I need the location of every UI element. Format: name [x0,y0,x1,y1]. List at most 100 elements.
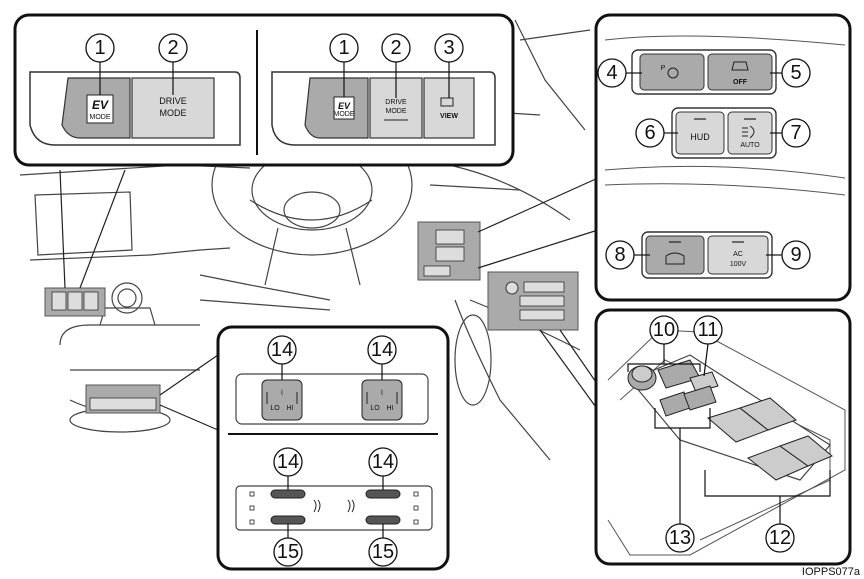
ev-label-line1: EV [92,98,109,112]
callout-12: 12 [765,496,795,553]
leader-lines [59,169,706,541]
highlight-zone-seat-heater [85,384,161,414]
ac-label-line2: 100V [730,261,747,268]
panel-dash-switches: P OFF 4 5 HUD AUTO [594,13,852,302]
callout-14-lower-right: 14 [368,447,398,490]
callout-9: 9 [766,240,811,270]
svg-text:4: 4 [606,62,617,84]
svg-text:9: 9 [790,244,801,266]
svg-text:5: 5 [790,62,801,84]
auto-label: AUTO [740,142,760,149]
callout-14-upper-left: 14 [267,335,297,380]
svg-text:1: 1 [338,37,349,59]
ev-mode-button[interactable]: EV MODE [61,77,131,139]
lo-label-right: LO [370,405,380,412]
seat-heat-icon-lower-right [347,499,355,513]
view-button[interactable]: VIEW [423,77,475,139]
svg-text:14: 14 [371,339,393,361]
panel-door-switches: 10 11 13 12 [594,308,852,566]
ev-alt-label-line1: EV [338,101,351,111]
svg-text:12: 12 [769,527,791,549]
svg-text:8: 8 [614,244,625,266]
seat-heater-right-upper-switch[interactable] [365,489,401,499]
svg-text:15: 15 [277,541,299,563]
callout-2-left: 2 [158,33,188,95]
svg-text:6: 6 [644,122,655,144]
hi-label-left: HI [287,405,294,412]
rear-defogger-button[interactable] [645,235,705,275]
door-lock-switches[interactable] [659,385,717,417]
ev-mode-button-alt[interactable]: EV MODE [304,77,369,139]
panel-ev-drive: EV MODE DRIVE MODE 1 2 EV MODE DRIV [13,13,515,167]
seat-heat-icon-right: ⌇ [380,389,383,397]
callout-15-lower-left: 15 [273,524,303,567]
callout-8: 8 [605,240,650,270]
drive-label-line2: MODE [160,108,187,118]
vsc-off-button[interactable]: OFF [707,53,773,91]
svg-text:14: 14 [277,451,299,473]
skid-car-icon [731,61,749,71]
svg-text:10: 10 [653,319,675,341]
seat-heat-icon-left: ⌇ [280,389,283,397]
seat-heater-right-dial[interactable]: ⌇ LO HI [361,379,403,421]
hi-label-right: HI [387,405,394,412]
seat-heater-left-lower-switch[interactable] [270,515,306,525]
svg-text:13: 13 [669,527,691,549]
parking-support-button[interactable]: P [639,53,705,91]
callout-6: 6 [635,118,678,148]
ac-label-line1: AC [733,251,743,258]
svg-text:15: 15 [372,541,394,563]
callout-14-upper-right: 14 [367,335,397,380]
indicator-dots [249,491,419,525]
camera-view-icon [440,97,454,107]
drive-label-line1: DRIVE [159,96,187,106]
callout-7: 7 [770,118,811,148]
image-code: IOPPS077a [802,566,861,578]
callout-11: 11 [693,315,723,377]
view-label: VIEW [440,113,458,120]
seat-heater-right-lower-switch[interactable] [365,515,401,525]
hud-button[interactable]: HUD [675,111,725,155]
seat-heat-icon-lower-left [313,499,321,513]
svg-text:3: 3 [443,37,454,59]
svg-text:1: 1 [94,37,105,59]
svg-text:7: 7 [790,122,801,144]
svg-text:11: 11 [698,319,719,341]
parking-letter: P [661,65,666,72]
power-window-switches[interactable] [706,397,833,481]
callout-3: 3 [434,33,464,98]
drive-mode-button[interactable]: DRIVE MODE [131,77,215,139]
ev-alt-label-line2: MODE [334,111,355,118]
callout-14-lower-left: 14 [273,447,303,490]
svg-text:14: 14 [271,339,293,361]
callout-4: 4 [597,58,642,88]
highlight-zone-lower-dash-switches [417,221,481,281]
auto-high-beam-button[interactable]: AUTO [727,111,773,155]
svg-text:2: 2 [167,37,178,59]
callout-13: 13 [665,428,695,553]
parking-icon [667,67,679,79]
seat-heater-left-dial[interactable]: ⌇ LO HI [261,379,303,421]
highlight-zone-door-switches [487,271,579,331]
callout-10: 10 [649,315,679,364]
headlight-icon [742,125,755,139]
svg-text:2: 2 [390,37,401,59]
lo-label-left: LO [270,405,280,412]
callout-15-lower-right: 15 [368,524,398,567]
drive-alt-label-line1: DRIVE [385,99,407,106]
mirror-adjust-knob[interactable] [627,365,657,391]
off-label: OFF [733,79,748,86]
highlight-zone-ev-drive [44,287,106,317]
hud-label: HUD [690,132,710,142]
callout-2-right: 2 [381,33,411,98]
drive-alt-label-line2: MODE [386,108,407,115]
svg-text:14: 14 [372,451,394,473]
callout-1-right: 1 [329,33,359,97]
ac-outlet-button[interactable]: AC 100V [707,235,769,275]
seat-heater-left-upper-switch[interactable] [270,489,306,499]
callout-1-left: 1 [85,33,115,95]
panel-seat-heaters: ⌇ LO HI ⌇ LO HI 14 14 [216,325,450,571]
windshield-deicer-icon [665,252,685,265]
